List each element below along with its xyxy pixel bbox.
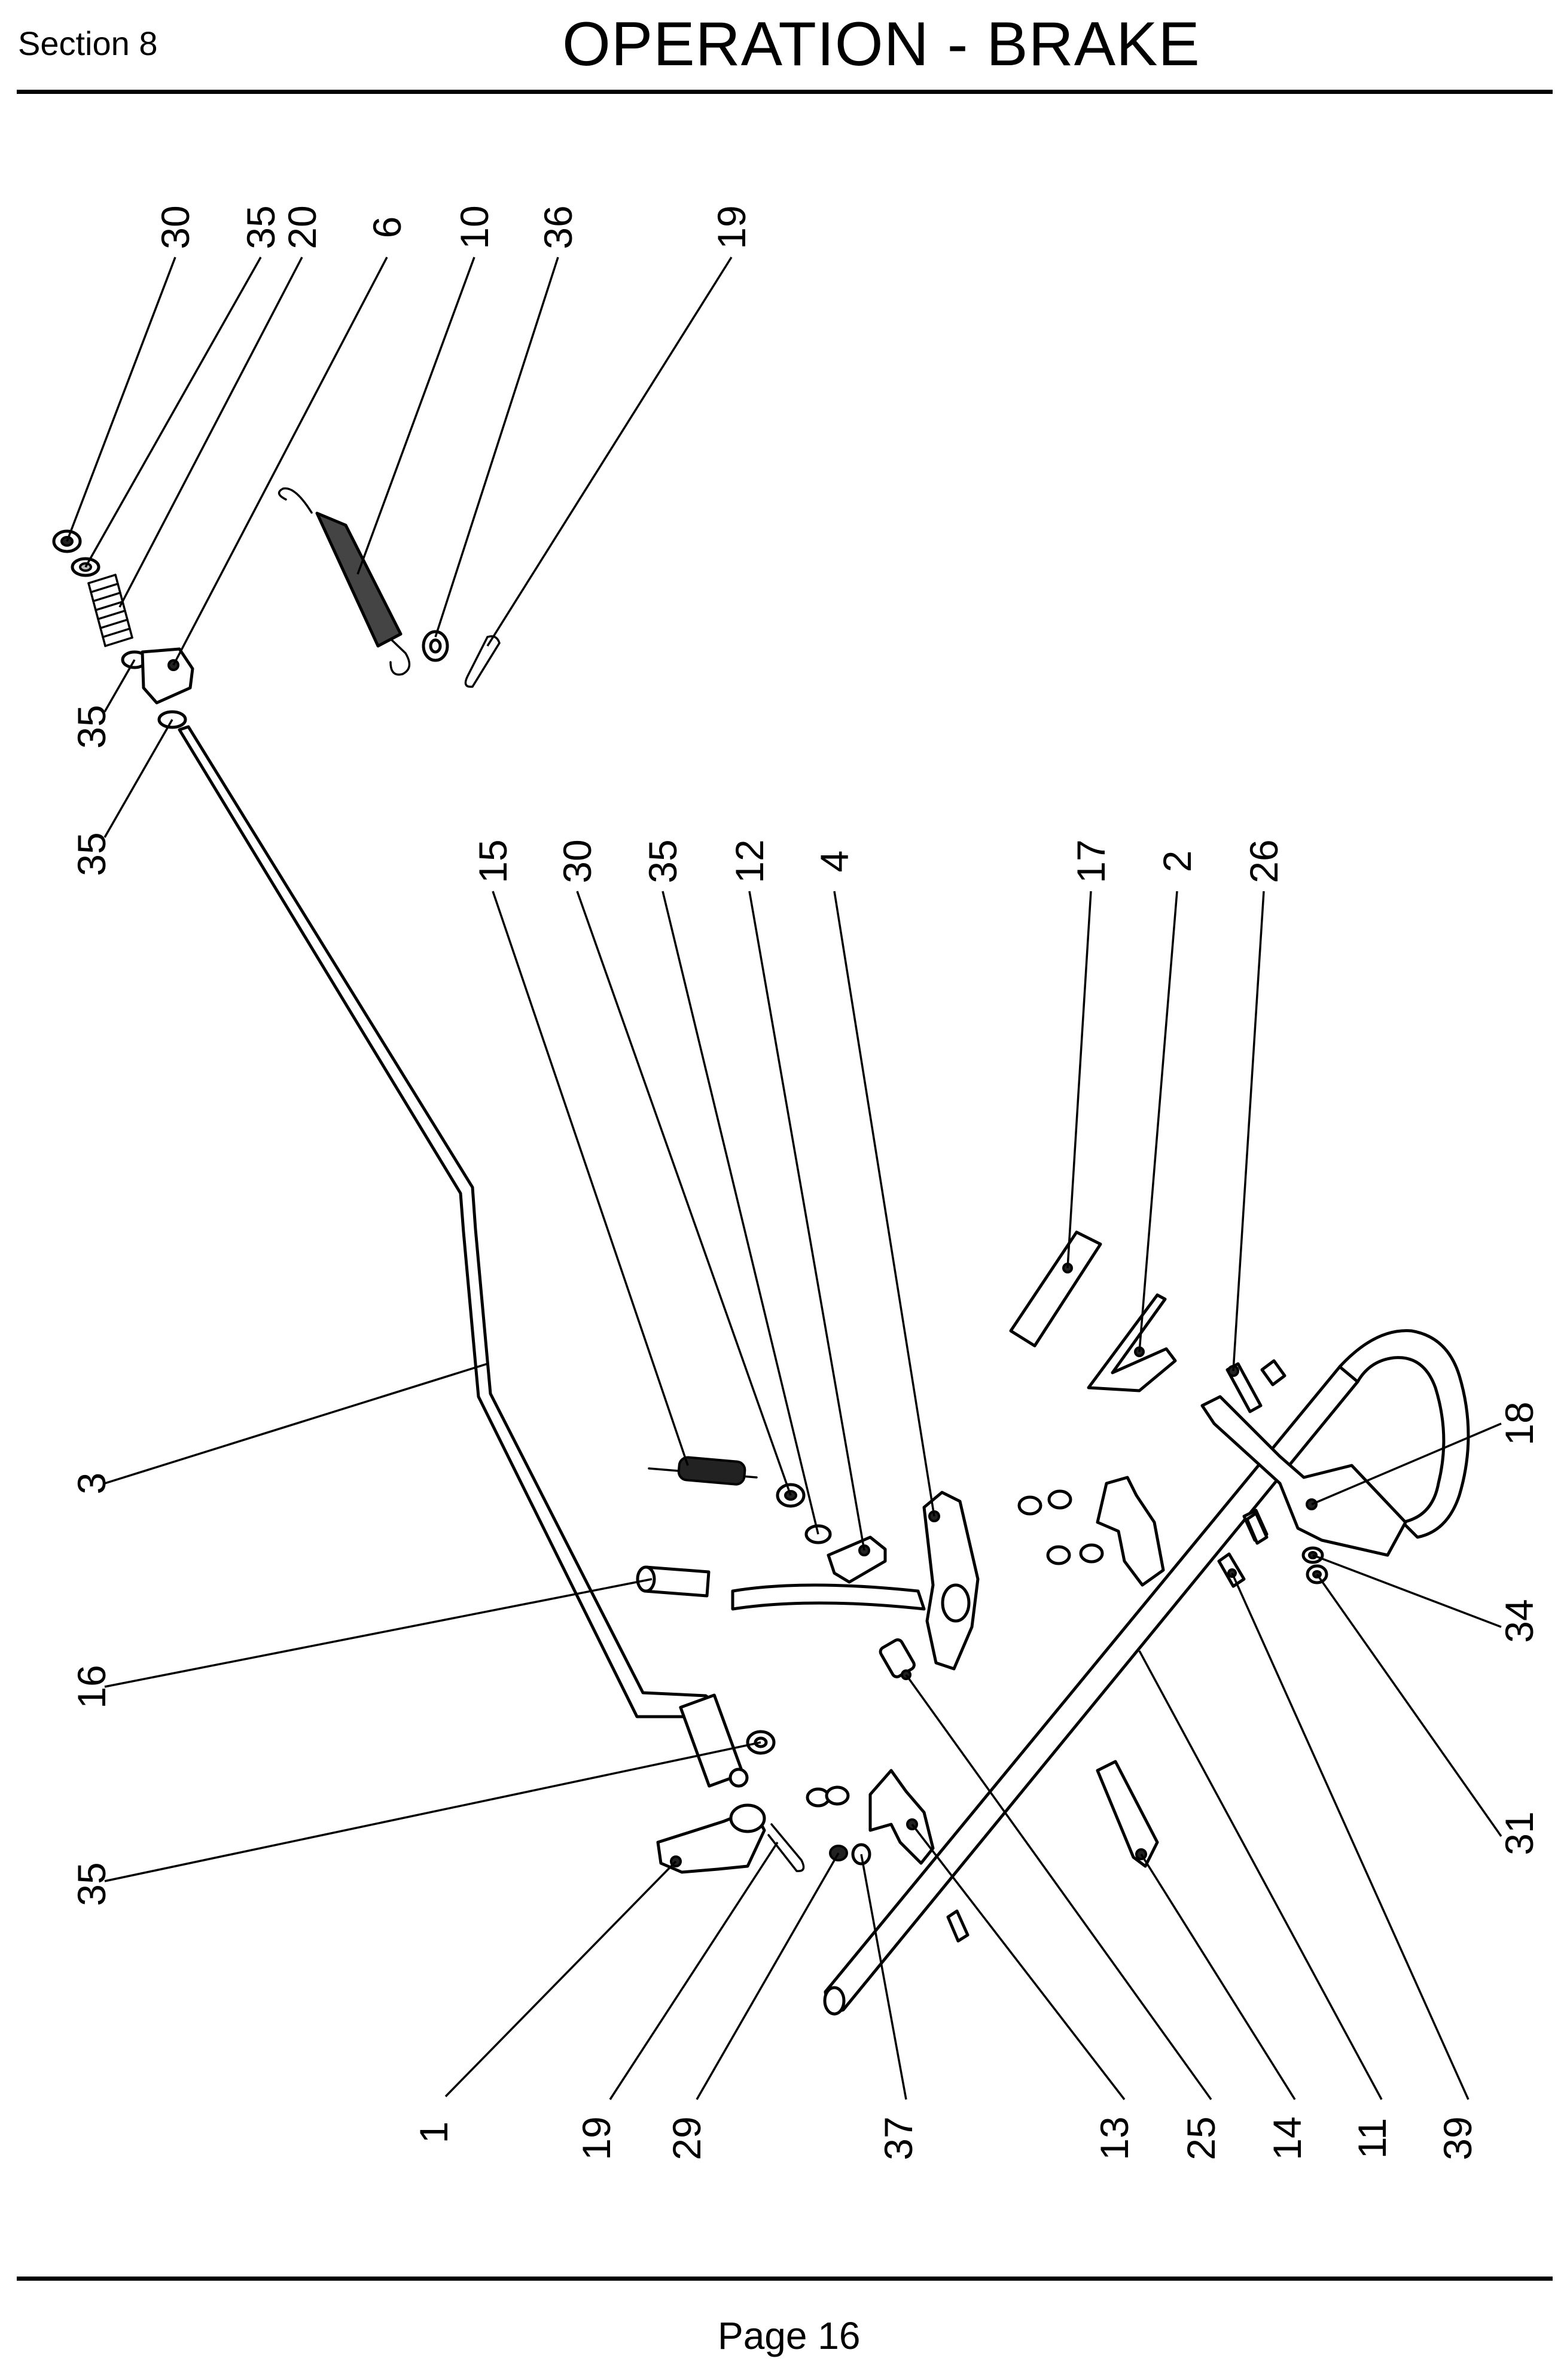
part-pin-11	[1217, 1552, 1246, 1588]
callout-c6: 6	[365, 217, 409, 239]
page-number: Page 16	[718, 2314, 861, 2357]
part-plate-2	[1087, 1293, 1177, 1392]
part-washer-36	[422, 630, 449, 662]
callout-c35a: 35	[239, 205, 283, 249]
callout-c25: 25	[1179, 2116, 1223, 2160]
callout-c26: 26	[1242, 839, 1286, 883]
section-label: Section 8	[18, 25, 158, 62]
part-tube-slots	[946, 1512, 1269, 1943]
part-bracket-6	[141, 647, 194, 705]
callout-c16: 16	[69, 1665, 114, 1708]
part-bushing-16	[636, 1565, 711, 1598]
part-clevis-1	[656, 1803, 766, 1874]
callout-c20: 20	[280, 205, 324, 249]
callout-c12: 12	[727, 839, 772, 883]
part-bracket-right	[1096, 1476, 1165, 1587]
callout-c15: 15	[471, 839, 515, 883]
callout-c35d: 35	[641, 839, 685, 883]
part-pedal-shaft	[731, 1583, 926, 1611]
footer-rule	[17, 2277, 1553, 2281]
part-clip-19-top	[464, 635, 501, 688]
part-bracket-14	[1096, 1760, 1159, 1868]
part-pin-25	[879, 1638, 916, 1680]
part-frame-tube	[823, 1329, 1470, 2016]
callout-c19b: 19	[574, 2116, 618, 2160]
callout-c30b: 30	[555, 839, 599, 883]
part-bracket-13	[868, 1769, 935, 1865]
header-rule	[17, 90, 1553, 94]
callout-c37: 37	[876, 2116, 920, 2160]
callout-c18: 18	[1497, 1401, 1541, 1445]
part-rod-3	[178, 725, 749, 1788]
part-spring-20	[87, 574, 133, 647]
callout-c30a: 30	[153, 205, 197, 249]
part-spring-10	[278, 487, 411, 676]
part-pedal-plate-4	[922, 1491, 980, 1671]
callout-c35e: 35	[69, 1862, 114, 1906]
part-pad-17	[1009, 1230, 1102, 1348]
part-bolt-26	[1225, 1362, 1263, 1413]
callout-c19a: 19	[709, 205, 754, 249]
callout-c35c: 35	[69, 832, 114, 876]
page-title: OPERATION - BRAKE	[562, 10, 1200, 79]
part-nuts-lower	[806, 1785, 871, 1866]
part-pin-upper	[1260, 1359, 1286, 1386]
callout-c4: 4	[812, 851, 856, 873]
part-pedal-12	[827, 1535, 887, 1584]
callout-c11: 11	[1350, 2118, 1394, 2159]
callout-c2: 2	[1155, 851, 1199, 873]
part-nuts-cluster	[1017, 1489, 1104, 1565]
callout-c34: 34	[1497, 1599, 1541, 1642]
callout-c14: 14	[1265, 2116, 1309, 2160]
callout-c35b: 35	[69, 705, 114, 748]
parts-drawing	[52, 487, 1470, 2016]
part-spring-15	[648, 1456, 758, 1486]
part-clip-19-bottom	[767, 1823, 805, 1872]
callout-c13: 13	[1092, 2116, 1136, 2160]
callout-c36: 36	[536, 205, 580, 249]
callout-c3: 3	[69, 1473, 114, 1495]
callout-c10: 10	[452, 205, 496, 249]
callout-c29: 29	[664, 2116, 709, 2160]
callout-c39: 39	[1435, 2116, 1480, 2160]
callout-c1: 1	[411, 2122, 456, 2144]
callout-c31: 31	[1497, 1811, 1541, 1855]
leader-lines	[66, 257, 1502, 2101]
callout-c17: 17	[1069, 839, 1113, 883]
